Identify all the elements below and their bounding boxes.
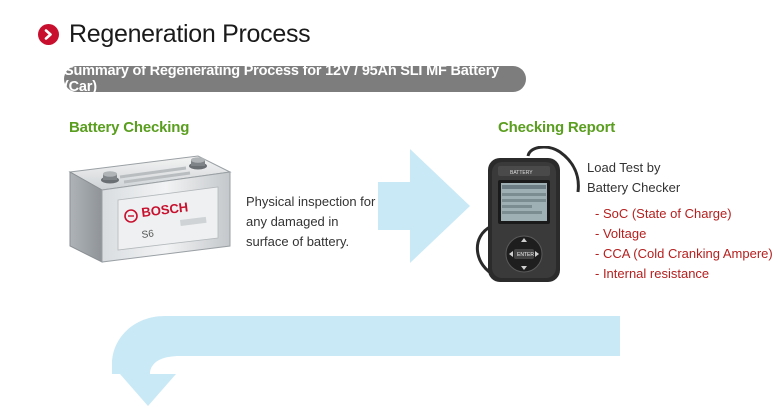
intro-line: Battery Checker [587, 180, 681, 195]
svg-text:BATTERY: BATTERY [510, 170, 533, 176]
page-title-row: Regeneration Process [38, 20, 311, 49]
device-enter-label: ENTER [517, 252, 534, 258]
battery-checker-device-image: BATTERY ENTER [475, 146, 580, 282]
list-item: - Voltage [595, 226, 647, 241]
battery-image: BOSCH S6 [68, 155, 232, 263]
battery-checking-heading: Battery Checking [69, 119, 190, 136]
summary-banner: Summary of Regenerating Process for 12V … [64, 63, 526, 95]
battery-model: S6 [141, 229, 155, 241]
description-line: any damaged in [246, 214, 339, 229]
description-line: Physical inspection for [246, 194, 376, 209]
intro-line: Load Test by [587, 160, 661, 175]
list-item: - Internal resistance [595, 266, 710, 281]
battery-brand: BOSCH [141, 199, 189, 220]
load-test-intro: Load Test by Battery Checker [587, 158, 680, 198]
chevron-right-icon [38, 24, 59, 45]
flow-arrow-right-icon [378, 149, 470, 263]
list-item: - SoC (State of Charge) [595, 206, 732, 221]
report-items-list: - SoC (State of Charge) - Voltage - CCA … [595, 204, 773, 284]
description-line: surface of battery. [246, 234, 350, 249]
checking-report-heading: Checking Report [498, 119, 616, 136]
list-item: - CCA (Cold Cranking Ampere) [595, 246, 773, 261]
battery-checking-description: Physical inspection for any damaged in s… [246, 192, 376, 252]
page-title: Regeneration Process [69, 20, 311, 48]
